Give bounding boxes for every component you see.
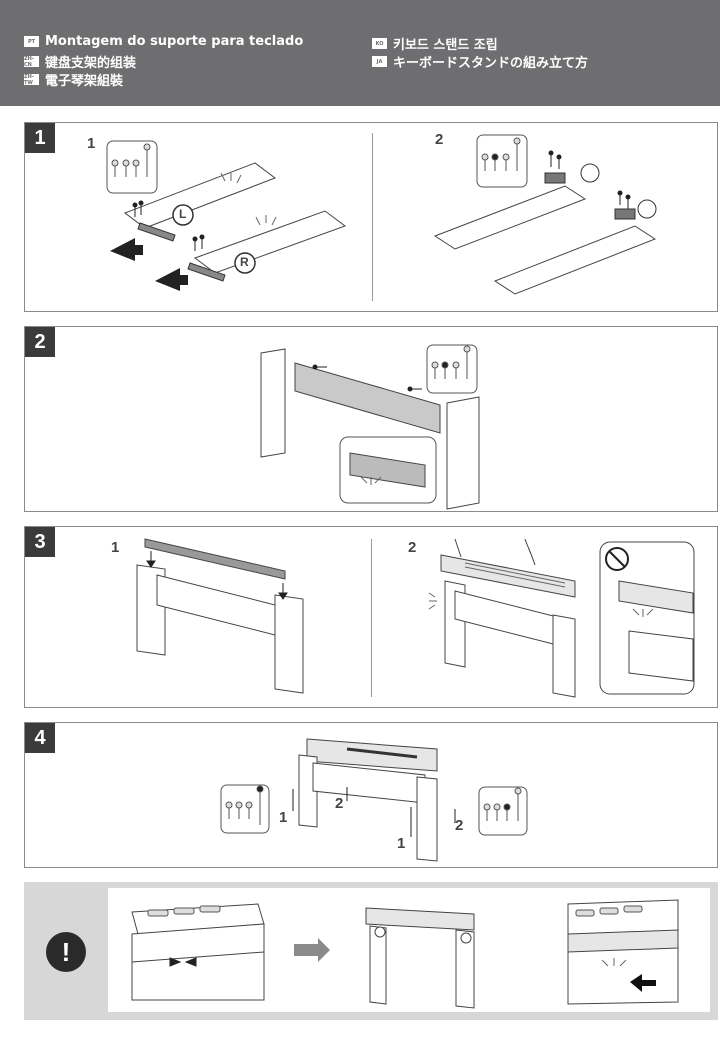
step-1-divider [372, 133, 373, 301]
header-bar: PT Montagem do suporte para teclado ZH-C… [0, 0, 720, 106]
header-line-pt: PT Montagem do suporte para teclado [24, 34, 303, 49]
step-1-badge: 1 [25, 123, 55, 153]
header-line-zh-cn: ZH-CN 键盘支架的组装 [24, 52, 136, 71]
right-side-callout: R [240, 255, 249, 269]
language-code-ko: KO [372, 38, 387, 49]
step-4-label-1-left: 1 [279, 809, 288, 826]
header-line-ko: KO 키보드 스탠드 조립 [372, 34, 498, 53]
step-2-panel: 2 [24, 326, 718, 512]
step-3-right-illustration [428, 538, 576, 698]
warning-panel: ! [24, 882, 718, 1020]
step-1-substep-1: 1 [87, 135, 96, 152]
exclamation-icon: ! [46, 932, 86, 972]
step-4-badge: 4 [25, 723, 55, 753]
step-1-left-illustration [106, 140, 347, 291]
step-4-label-2-center: 2 [335, 795, 344, 812]
step-4-illustration [220, 738, 528, 862]
warning-illustrations [131, 899, 679, 1009]
header-line-zh-tw: ZH-TW 電子琴架組裝 [24, 70, 123, 89]
header-title-pt: Montagem do suporte para teclado [45, 34, 304, 49]
header-title-ja: キーボードスタンドの組み立て方 [393, 56, 589, 71]
language-code-zh-cn: ZH-CN [24, 56, 39, 68]
step-4-label-2-right: 2 [455, 817, 464, 834]
step-2-illustration [260, 344, 480, 510]
prohibited-callout [599, 541, 695, 695]
step-3-left-illustration [136, 538, 304, 694]
language-code-pt: PT [24, 36, 39, 47]
step-4-panel: 4 1 2 2 1 [24, 722, 718, 868]
step-1-right-illustration [433, 134, 657, 295]
step-3-panel: 3 1 2 [24, 526, 718, 708]
step-3-divider [371, 539, 372, 697]
step-4-label-1-bottom: 1 [397, 835, 406, 852]
step-2-badge: 2 [25, 327, 55, 357]
header-title-zh-tw: 電子琴架組裝 [45, 74, 124, 89]
language-code-zh-tw: ZH-TW [24, 74, 39, 86]
warning-illustration-area [108, 888, 710, 1012]
step-3-substep-2: 2 [408, 539, 417, 556]
header-line-ja: JA キーボードスタンドの組み立て方 [372, 52, 588, 71]
step-1-substep-2: 2 [435, 131, 444, 148]
step-3-badge: 3 [25, 527, 55, 557]
left-side-callout: L [179, 207, 187, 221]
language-code-ja: JA [372, 56, 387, 67]
step-3-substep-1: 1 [111, 539, 120, 556]
header-title-zh-cn: 键盘支架的组装 [45, 56, 137, 71]
step-1-panel: 1 1 2 L [24, 122, 718, 312]
header-title-ko: 키보드 스탠드 조립 [393, 38, 498, 53]
